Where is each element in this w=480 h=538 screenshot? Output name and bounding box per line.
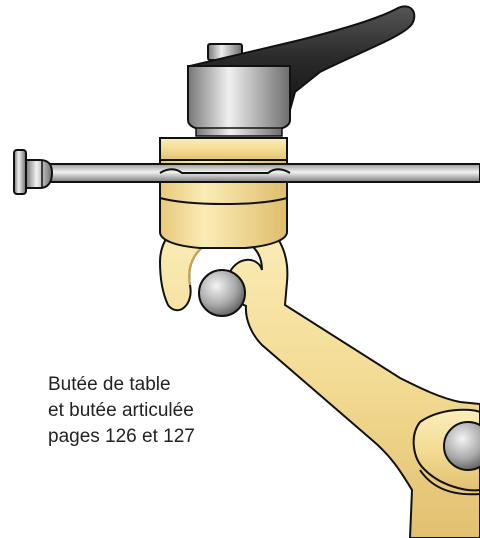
caption-line-2: et butée articulée (48, 400, 194, 421)
table-stop-rod-icon (13, 149, 480, 195)
articulated-stop-arm-icon (158, 211, 480, 538)
caption-line-1: Butée de table (48, 374, 171, 395)
ball-joint-icon (198, 269, 246, 317)
clamping-lever-icon (187, 5, 416, 137)
caption-line-3: pages 126 et 127 (48, 426, 195, 447)
clamp-body-icon (159, 137, 288, 249)
caption: Butée de table et butée articulée pages … (48, 372, 195, 450)
